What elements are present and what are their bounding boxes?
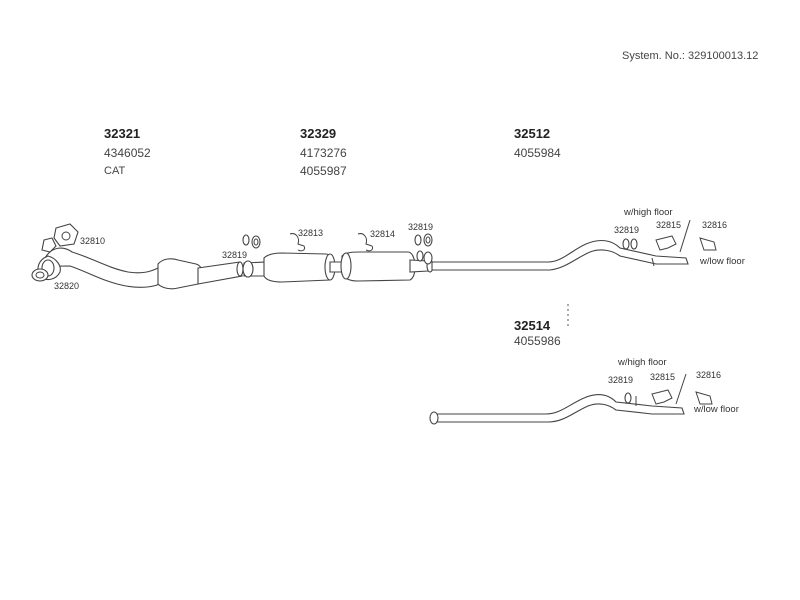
bracket-32816-b (695, 391, 713, 405)
bracket-32814 (357, 233, 373, 252)
clamp-32820 (31, 268, 49, 282)
divider-slash-a (679, 219, 691, 253)
low-floor-note: w/low floor (694, 404, 739, 415)
callout-32815: 32815 (650, 372, 676, 382)
hanger-32819-d (622, 238, 638, 250)
part-number-32514: 32514 (514, 318, 551, 333)
system-number: System. No.: 329100013.12 (622, 50, 759, 62)
tail-pipe-32512 (431, 239, 689, 271)
callout-32819: 32819 (222, 250, 248, 260)
hanger-32819-e (624, 392, 637, 406)
high-floor-note: w/high floor (618, 357, 667, 368)
order-number: 4055984 (514, 146, 561, 160)
callout-32816: 32816 (702, 220, 728, 230)
gasket-32810 (41, 223, 79, 253)
callout-32810: 32810 (80, 236, 106, 246)
callout-32819: 32819 (614, 225, 640, 235)
order-number: 4055987 (300, 164, 347, 178)
callout-32819: 32819 (408, 222, 434, 232)
callout-32816: 32816 (696, 370, 722, 380)
part-number-32321: 32321 (104, 126, 141, 141)
high-floor-note: w/high floor (624, 207, 673, 218)
divider-slash-b (675, 373, 687, 405)
low-floor-note: w/low floor (700, 256, 745, 267)
order-number: 4346052 (104, 146, 151, 160)
callout-32814: 32814 (370, 229, 396, 239)
part-number-32329: 32329 (300, 126, 337, 141)
callout-32819: 32819 (608, 375, 634, 385)
middle-pipe-32329 (242, 251, 434, 283)
callout-32820: 32820 (54, 281, 80, 291)
tail-pipe-32514 (429, 304, 685, 425)
order-number: 4055986 (514, 334, 561, 348)
order-number: 4173276 (300, 146, 347, 160)
clamp-32819-c (416, 250, 433, 265)
hanger-32819-b (414, 233, 433, 247)
hanger-32819-a (242, 234, 261, 249)
part-number-32512: 32512 (514, 126, 551, 141)
callout-32815: 32815 (656, 220, 682, 230)
bracket-32816-a (699, 237, 717, 251)
bracket-32813 (289, 233, 305, 252)
bracket-32815-b (651, 389, 673, 405)
callout-32813: 32813 (298, 228, 324, 238)
bracket-32815-a (655, 235, 677, 251)
cat-label: CAT (104, 165, 126, 177)
